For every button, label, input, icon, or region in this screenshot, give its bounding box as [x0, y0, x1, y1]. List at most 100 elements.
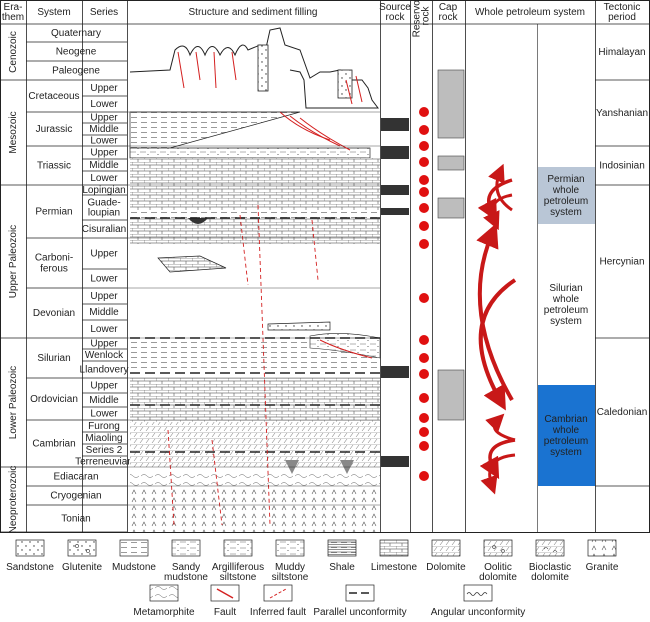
- system-neogene: Neogene: [56, 46, 97, 57]
- series-ord-lower: Lower: [90, 408, 118, 419]
- source-rock-bar: [381, 146, 409, 159]
- legend-mudstone-label: Mudstone: [112, 562, 156, 573]
- legend-angular-unconformity-label: Angular unconformity: [431, 607, 526, 618]
- source-rock-bar: [381, 118, 409, 131]
- parallel-unconformity-icon: [345, 584, 375, 602]
- source-rock-bar: [381, 208, 409, 215]
- series-dev-middle: Middle: [89, 307, 119, 318]
- tectonic-caledonian: Caledonian: [597, 407, 648, 418]
- legend-inferred-fault-label: Inferred fault: [250, 607, 306, 618]
- permian-upper-fill: [130, 188, 380, 210]
- silurian-system-box: [538, 224, 595, 385]
- series-tri-middle: Middle: [89, 160, 119, 171]
- header-system: System: [37, 7, 70, 18]
- series-carb-upper: Upper: [90, 248, 118, 259]
- series-sil-llandovery: Llandovery: [80, 364, 129, 375]
- system-tonian: Tonian: [61, 513, 90, 524]
- erathem-cenozoic: Cenozoic: [8, 31, 19, 73]
- sandstone-icon: [15, 539, 45, 557]
- permian-lens: [188, 218, 208, 224]
- series-ord-middle: Middle: [89, 395, 119, 406]
- source-rock-bar: [381, 456, 409, 467]
- carboniferous-body: [157, 255, 227, 273]
- series-cam-series2: Series 2: [86, 445, 123, 456]
- inferred-fault-icon: [263, 584, 293, 602]
- series-perm-lopingian: Lopingian: [82, 185, 125, 196]
- inferred-faults: [167, 204, 319, 526]
- shale-icon: [327, 539, 357, 557]
- system-triassic: Triassic: [37, 160, 71, 171]
- series-sil-wenlock: Wenlock: [85, 350, 124, 361]
- source-rock-bar: [381, 366, 409, 378]
- tectonic-yanshanian: Yanshanian: [596, 108, 648, 119]
- argilliferous-siltstone-icon: [223, 539, 253, 557]
- system-jurassic: Jurassic: [36, 124, 73, 135]
- system-cambrian: Cambrian: [32, 438, 75, 449]
- mudstone-icon: [119, 539, 149, 557]
- ordovician-fill: [130, 378, 380, 422]
- reservoir-dot: [419, 157, 429, 167]
- cap-rock-column: [437, 69, 465, 421]
- legend-dolomite-label: Dolomite: [426, 562, 466, 573]
- legend-granite-label: Granite: [586, 562, 619, 573]
- tectonic-indosinian: Indosinian: [599, 160, 645, 171]
- legend-limestone-label: Limestone: [371, 562, 418, 573]
- reservoir-dot: [419, 471, 429, 481]
- series-ord-upper: Upper: [90, 380, 118, 391]
- arrow-silurian-down: [478, 278, 517, 411]
- devonian-body: [267, 321, 331, 331]
- legend-sandstone-label: Sandstone: [6, 562, 54, 573]
- system-cretaceous: Cretaceous: [28, 91, 79, 102]
- fault-icon: [210, 584, 240, 602]
- arrow-permian-3: [488, 163, 513, 212]
- reservoir-dot: [419, 107, 429, 117]
- reservoir-dot: [419, 369, 429, 379]
- series-tri-upper: Upper: [90, 147, 118, 158]
- cap-rock-bar: [437, 155, 465, 171]
- legend-glutenite-label: Glutenite: [62, 562, 102, 573]
- structure-column: [127, 27, 381, 532]
- series-jur-middle: Middle: [89, 124, 119, 135]
- bioclastic-dolomite-icon: [535, 539, 565, 557]
- reservoir-dot: [419, 203, 429, 213]
- faults: [177, 51, 373, 359]
- glutenite-icon: [67, 539, 97, 557]
- series-perm-cisuralian: Cisuralian: [82, 224, 126, 235]
- cambrian-system-box: [538, 385, 595, 486]
- header-series: Series: [90, 7, 118, 18]
- series-perm-guadeloupian: Guade-loupian: [87, 197, 120, 218]
- erathem-mesozoic: Mesozoic: [8, 111, 19, 153]
- system-quaternary: Quaternary: [51, 28, 101, 39]
- series-dev-upper: Upper: [90, 291, 118, 302]
- arrow-permian-2: [483, 193, 513, 231]
- cenozoic-surface: [129, 27, 379, 109]
- reservoir-dot: [419, 239, 429, 249]
- dolomite-icon: [431, 539, 461, 557]
- series-sil-upper: Upper: [90, 338, 118, 349]
- header-erathem: Era-them: [2, 2, 24, 23]
- system-cryogenian: Cryogenian: [50, 490, 101, 501]
- sandy-mudstone-icon: [171, 539, 201, 557]
- series-cam-terreneuvian: Terreneuvian: [75, 456, 133, 467]
- series-jur-upper: Upper: [90, 112, 118, 123]
- reservoir-dot: [419, 441, 429, 451]
- cap-rock-bar: [437, 69, 465, 139]
- table-frame: [0, 0, 650, 533]
- reservoir-rock-column: [419, 107, 429, 481]
- arrow-silurian-up: [476, 222, 514, 402]
- erathem-lower-paleozoic: Lower Paleozoic: [8, 366, 19, 439]
- limestone-icon: [379, 539, 409, 557]
- system-devonian: Devonian: [33, 308, 75, 319]
- system-permian: Permian: [35, 206, 72, 217]
- reservoir-dot: [419, 427, 429, 437]
